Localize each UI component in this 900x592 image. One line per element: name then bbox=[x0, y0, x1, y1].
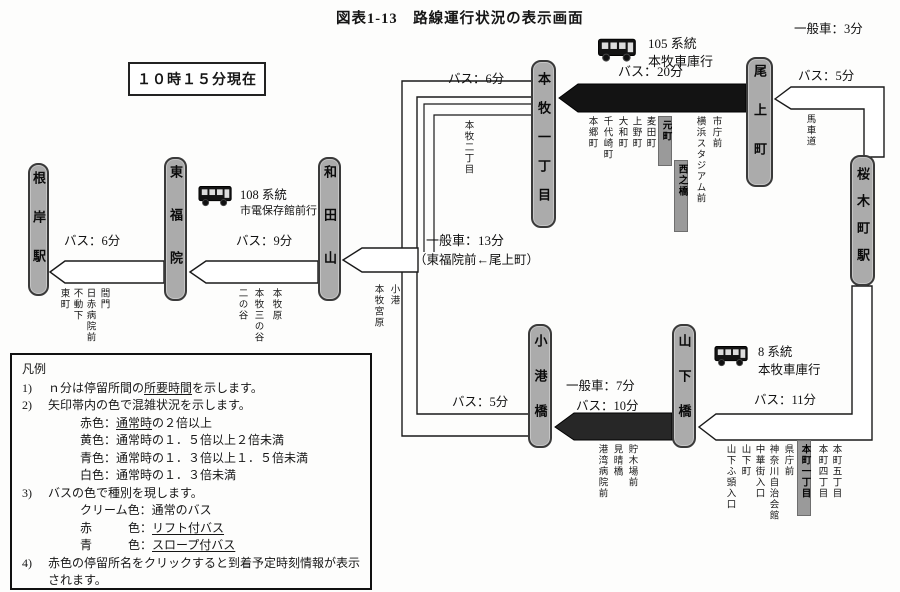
bus-line-105-destination: 本牧車庫行 bbox=[648, 54, 714, 69]
node-wadayama: 和田山 bbox=[318, 157, 341, 301]
arrow-kominato-yamashita-congested bbox=[554, 412, 673, 441]
time-onoe-sakuragicho: バス：5分 bbox=[798, 69, 855, 83]
legend-congestion-yellow: 黄色：通常時の１．５倍以上２倍未満 bbox=[80, 433, 285, 447]
time-yamashita-kominato-bus: バス：10分 bbox=[576, 399, 639, 413]
stop-honmokuhara: 本牧原 bbox=[270, 288, 281, 321]
time-negishi-tofukuin: バス：6分 bbox=[64, 234, 121, 248]
stop-honmoku-miyabara: 本牧宮原 bbox=[372, 284, 383, 328]
legend-item-3: 3) バスの色で種別を現します。 bbox=[22, 485, 203, 500]
bus-icon-105 bbox=[598, 38, 636, 62]
stop-chukagai-iriguchi: 中華街入口 bbox=[753, 444, 764, 499]
time-honmoku-wadayama: バス：6分 bbox=[448, 72, 505, 86]
time-tofukuin-wadayama: バス：9分 bbox=[236, 234, 293, 248]
time-sakuragicho-yamashita: バス：11分 bbox=[754, 393, 817, 407]
node-yamashitabashi: 山下橋 bbox=[672, 324, 696, 448]
stop-ninotani: 二の谷 bbox=[236, 288, 247, 321]
stop-honcho-5chome: 本町五丁目 bbox=[830, 444, 841, 499]
bus-icon-108 bbox=[198, 186, 232, 207]
arrow-honmoku-onoe-congested bbox=[558, 83, 747, 113]
general13-band-line2 bbox=[433, 114, 531, 252]
node-honmoku-1chome: 本牧一丁目 bbox=[531, 60, 556, 228]
stop-fudoshita: 不動下 bbox=[71, 288, 82, 321]
time-general-13-note: （東福院前←尾上町） bbox=[414, 253, 540, 267]
arrow-into-wadayama bbox=[341, 247, 419, 273]
stop-hongo-cho: 本郷町 bbox=[586, 116, 597, 149]
stop-miharashibashi: 見晴橋 bbox=[611, 444, 622, 477]
stop-honcho-4chome: 本町四丁目 bbox=[816, 444, 827, 499]
bus-line-8-name: 8 系統 bbox=[758, 345, 793, 359]
legend-box: 凡例 1) ｎ分は停留所間の所要時間を示します。 2) 矢印帯内の色で混雑状況を… bbox=[10, 353, 372, 590]
arrow-sakuragicho-yamashitabashi bbox=[697, 285, 873, 441]
figure-title: 図表1-13 路線運行状況の表示画面 bbox=[336, 11, 584, 27]
node-tofukuin: 東福院 bbox=[164, 157, 187, 301]
stop-chiyozaki-cho: 千代崎町 bbox=[601, 116, 612, 160]
stop-kominato: 小港 bbox=[388, 284, 399, 306]
stop-bashamichi: 馬車道 bbox=[804, 114, 815, 147]
time-kominato-wadayama: バス：5分 bbox=[452, 395, 509, 409]
legend-item-4: 4) 赤色の停留所名をクリックすると到着予定時刻情報が表示されます。 bbox=[22, 555, 361, 588]
node-sakuragicho-station: 桜木町駅 bbox=[850, 155, 875, 286]
stop-yamashita-futo-iriguchi: 山下ふ頭入口 bbox=[724, 444, 735, 510]
stop-kencho-mae: 県庁前 bbox=[782, 444, 793, 477]
legend-heading: 凡例 bbox=[22, 362, 47, 376]
arrow-negishi-tofukuin bbox=[48, 260, 165, 284]
stop-kowan-byoin-mae: 港湾病院前 bbox=[596, 444, 607, 499]
clock-box: １０時１５分現在 bbox=[128, 62, 266, 96]
stop-nisseki-byoin-mae: 日赤病院前 bbox=[84, 288, 95, 343]
legend-item-2: 2) 矢印帯内の色で混雑状況を示します。 bbox=[22, 398, 251, 412]
stop-ueno-cho: 上野町 bbox=[630, 116, 641, 149]
legend-bustype-red: 赤 色：リフト付バス bbox=[80, 520, 225, 535]
bus-icon-8 bbox=[714, 346, 748, 367]
stop-yamashita-cho: 山下町 bbox=[739, 444, 750, 477]
node-onoecho: 尾上町 bbox=[746, 57, 773, 187]
stop-motomachi-red[interactable]: 元町 bbox=[658, 116, 672, 166]
bus-line-105-name: 105 系統 bbox=[648, 36, 697, 51]
stop-nishinohashi-red[interactable]: 西之橋 bbox=[674, 160, 688, 232]
stop-honmoku-sannotani: 本牧三の谷 bbox=[252, 288, 263, 343]
stop-yamato-cho: 大和町 bbox=[616, 116, 627, 149]
node-negishi-station: 根岸駅 bbox=[28, 163, 49, 296]
stop-shicho-mae: 市庁前 bbox=[710, 116, 721, 149]
stop-honcho-1chome-red[interactable]: 本町一丁目 bbox=[797, 440, 811, 516]
node-kominatobashi: 小港橋 bbox=[528, 324, 552, 448]
stop-honmoku-2chome: 本牧二丁目 bbox=[462, 120, 473, 175]
stop-mugita-cho: 麦田町 bbox=[644, 116, 655, 149]
legend-congestion-red: 赤色：通常時の２倍以上 bbox=[80, 415, 213, 430]
bus-line-8-destination: 本牧車庫行 bbox=[758, 363, 821, 377]
bus-line-108-name: 108 系統 bbox=[240, 188, 287, 202]
clock-text: １０時１５分現在 bbox=[137, 73, 257, 88]
legend-item-1: 1) ｎ分は停留所間の所要時間を示します。 bbox=[22, 380, 263, 395]
time-general-top-right: 一般車：3分 bbox=[794, 22, 863, 36]
stop-makado: 間門 bbox=[98, 288, 109, 310]
arrow-onoe-sakuragicho bbox=[773, 86, 885, 158]
stop-kanagawa-jichikaikan: 神奈川自治会館 bbox=[767, 444, 778, 521]
legend-congestion-white: 白色：通常時の１．３倍未満 bbox=[80, 468, 237, 482]
legend-bustype-cream: クリーム色：通常のバス bbox=[80, 503, 212, 517]
time-honmoku-onoe: バス：20分 bbox=[618, 64, 684, 79]
time-general-13: 一般車：13分 bbox=[426, 233, 505, 248]
stop-chobokuba-mae: 貯木場前 bbox=[626, 444, 637, 488]
general13-band-line1 bbox=[423, 103, 531, 252]
time-yamashita-kominato-car: 一般車：7分 bbox=[566, 379, 635, 393]
stop-higashimachi: 東町 bbox=[58, 288, 69, 310]
arrow-tofukuin-wadayama bbox=[188, 260, 319, 284]
bus-line-108-destination: 市電保存館前行 bbox=[240, 205, 317, 217]
legend-bustype-blue: 青 色：スロープ付バス bbox=[80, 538, 236, 552]
legend-congestion-blue: 青色：通常時の１．３倍以上１．５倍未満 bbox=[80, 450, 309, 465]
stop-yokohama-stadium-mae: 横浜スタジアム前 bbox=[694, 116, 705, 204]
